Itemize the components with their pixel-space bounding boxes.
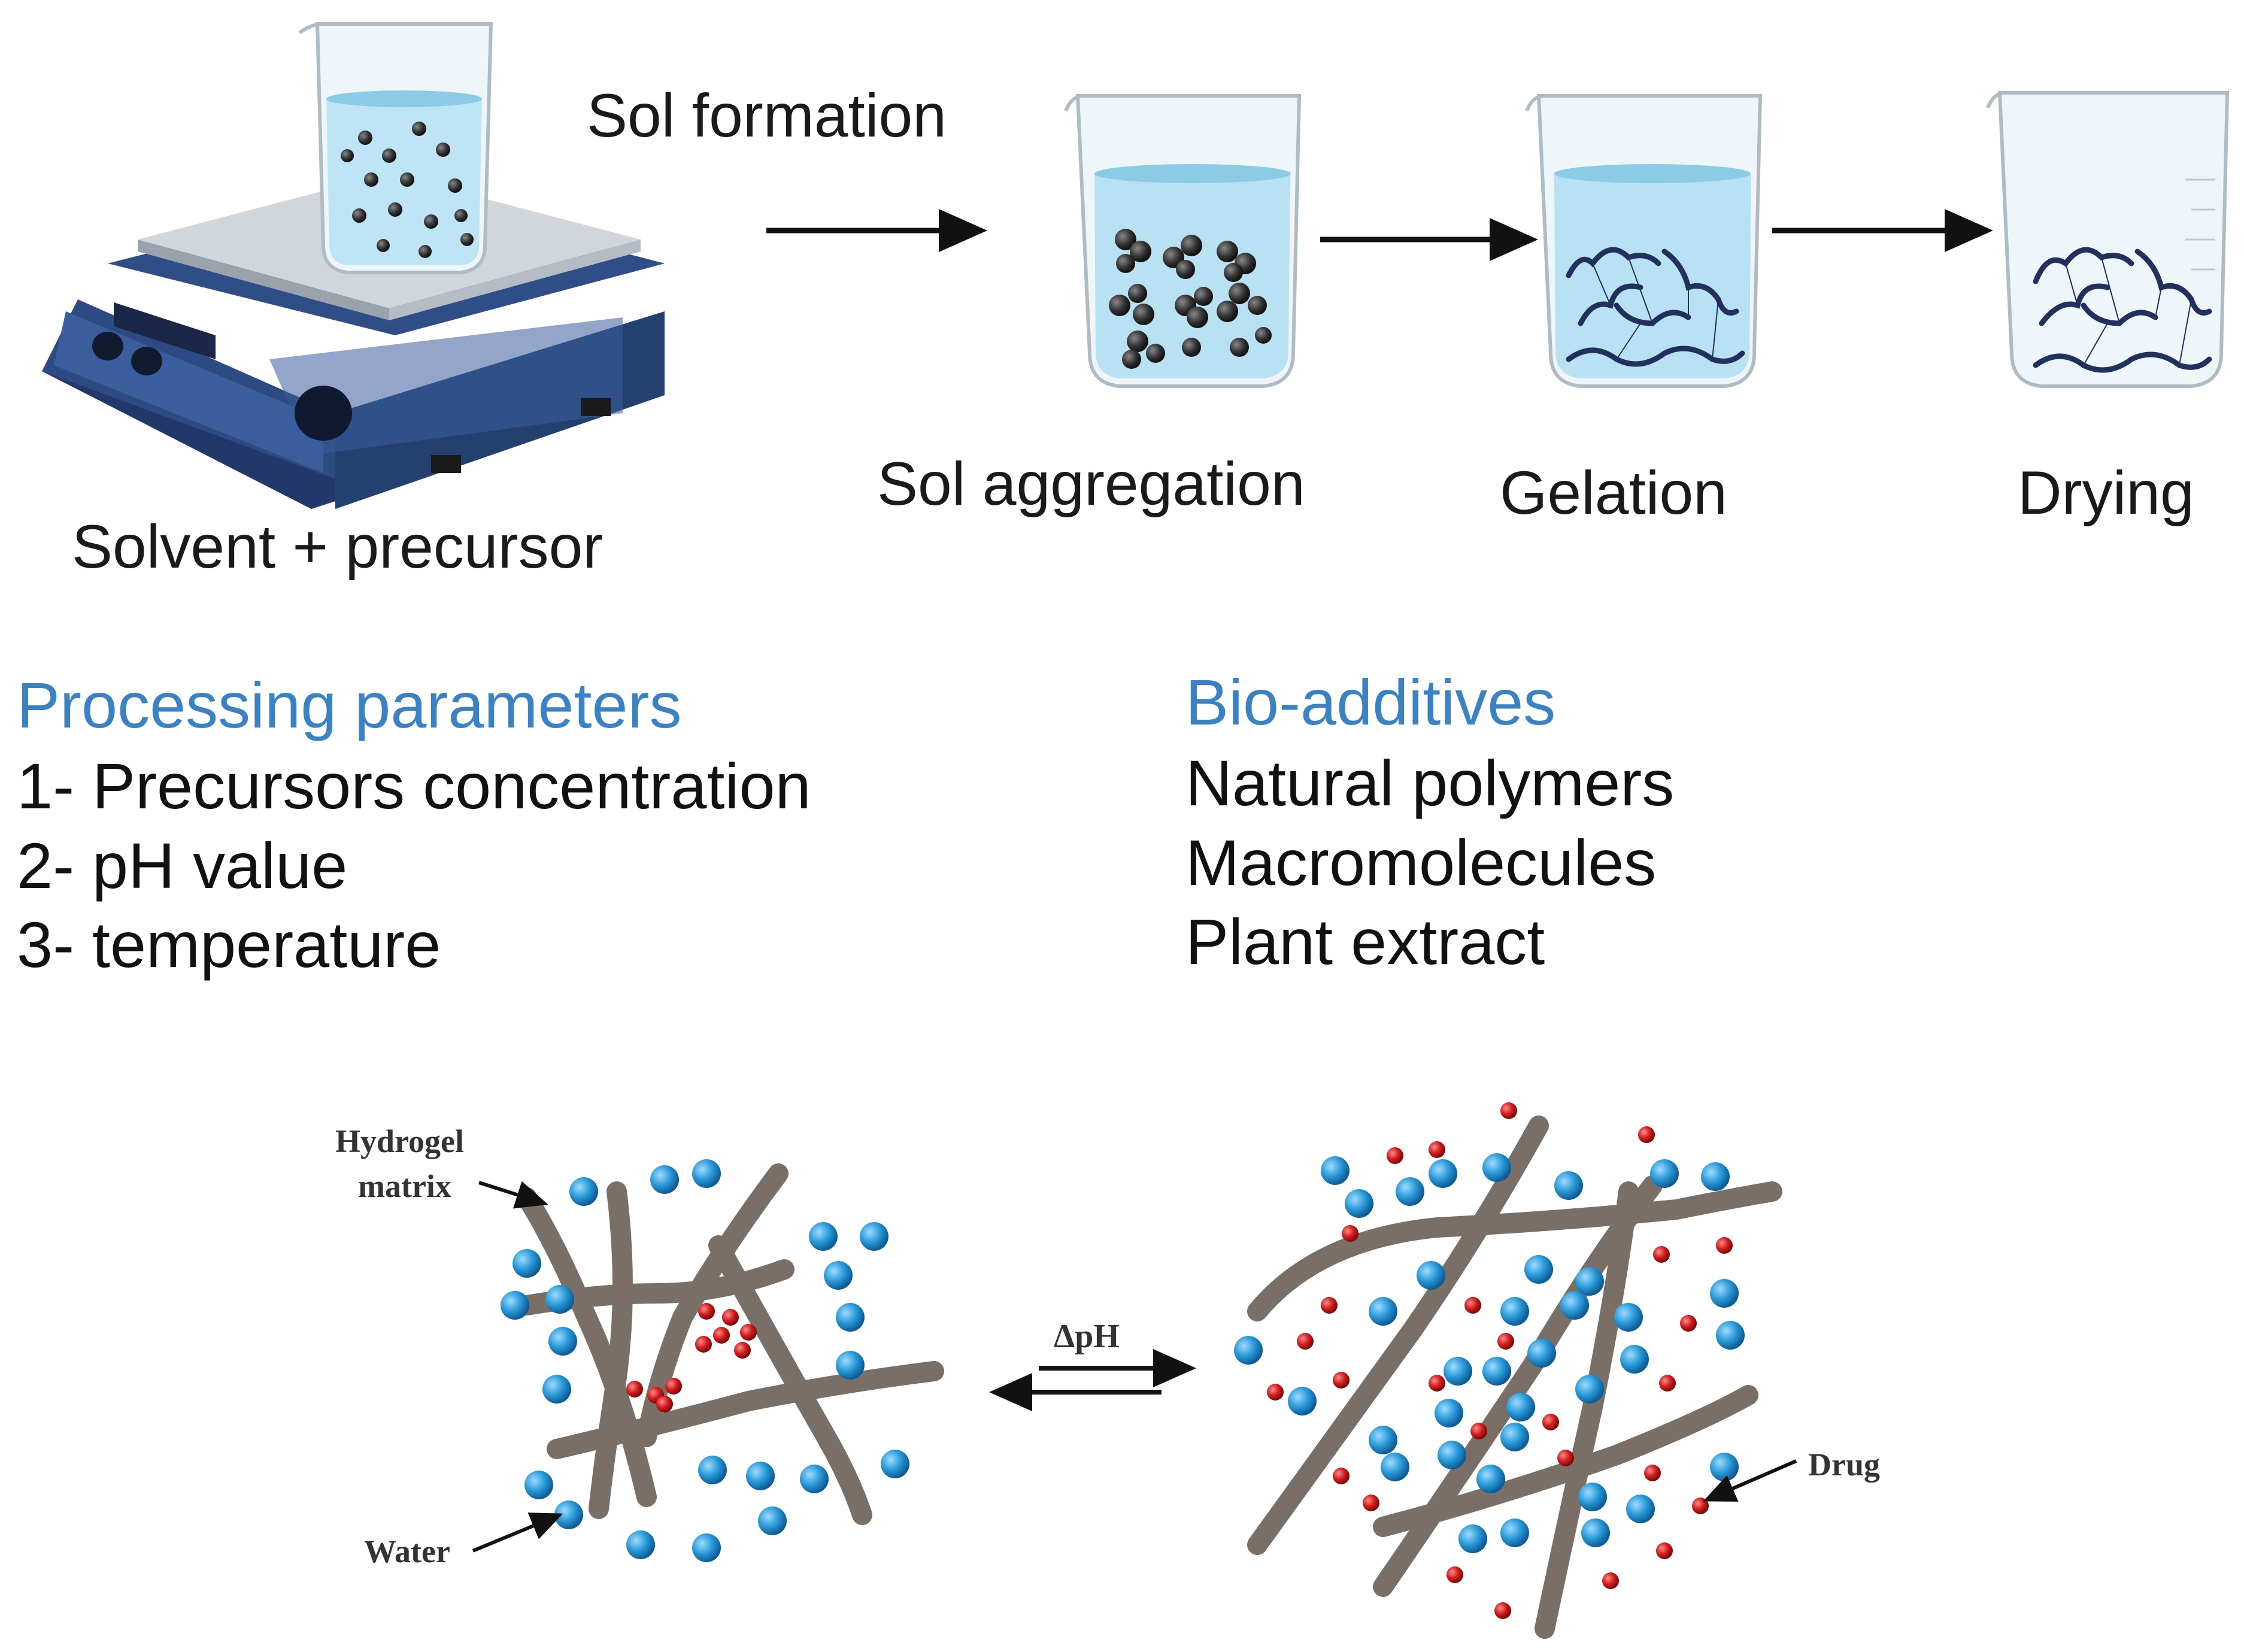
bio-item-1: Natural polymers <box>1185 747 1675 819</box>
beaker-precursor <box>298 22 493 274</box>
bio-additives-title: Bio-additives <box>1185 666 1556 738</box>
hydrogel-swollen-matrix <box>501 1159 944 1562</box>
beaker-sol-aggregation <box>1064 94 1302 388</box>
processing-item-2: 2- pH value <box>17 829 348 902</box>
label-sol-formation: Sol formation <box>587 81 947 150</box>
label-sol-aggregation: Sol aggregation <box>877 450 1305 518</box>
beaker-drying <box>1986 91 2230 388</box>
label-drug: Drug <box>1808 1447 1880 1483</box>
label-water: Water <box>364 1533 450 1569</box>
label-pointers <box>472 1181 1797 1553</box>
label-solvent-precursor: Solvent + precursor <box>72 513 604 581</box>
beaker-gelation <box>1525 94 1763 388</box>
processing-item-1: 1- Precursors concentration <box>17 750 811 822</box>
label-hydrogel: Hydrogel <box>335 1123 464 1159</box>
label-drying: Drying <box>2018 459 2194 527</box>
bio-item-3: Plant extract <box>1185 905 1545 978</box>
hydrogel-collapsed-matrix <box>1234 1102 1782 1639</box>
label-delta-ph: ΔpH <box>1054 1318 1120 1355</box>
bio-item-2: Macromolecules <box>1185 826 1657 899</box>
label-gelation: Gelation <box>1500 459 1727 527</box>
processing-item-3: 3- temperature <box>17 908 441 981</box>
processing-parameters-title: Processing parameters <box>17 669 682 741</box>
label-matrix: matrix <box>358 1168 451 1204</box>
ph-equilibrium-arrows <box>989 1349 1196 1411</box>
